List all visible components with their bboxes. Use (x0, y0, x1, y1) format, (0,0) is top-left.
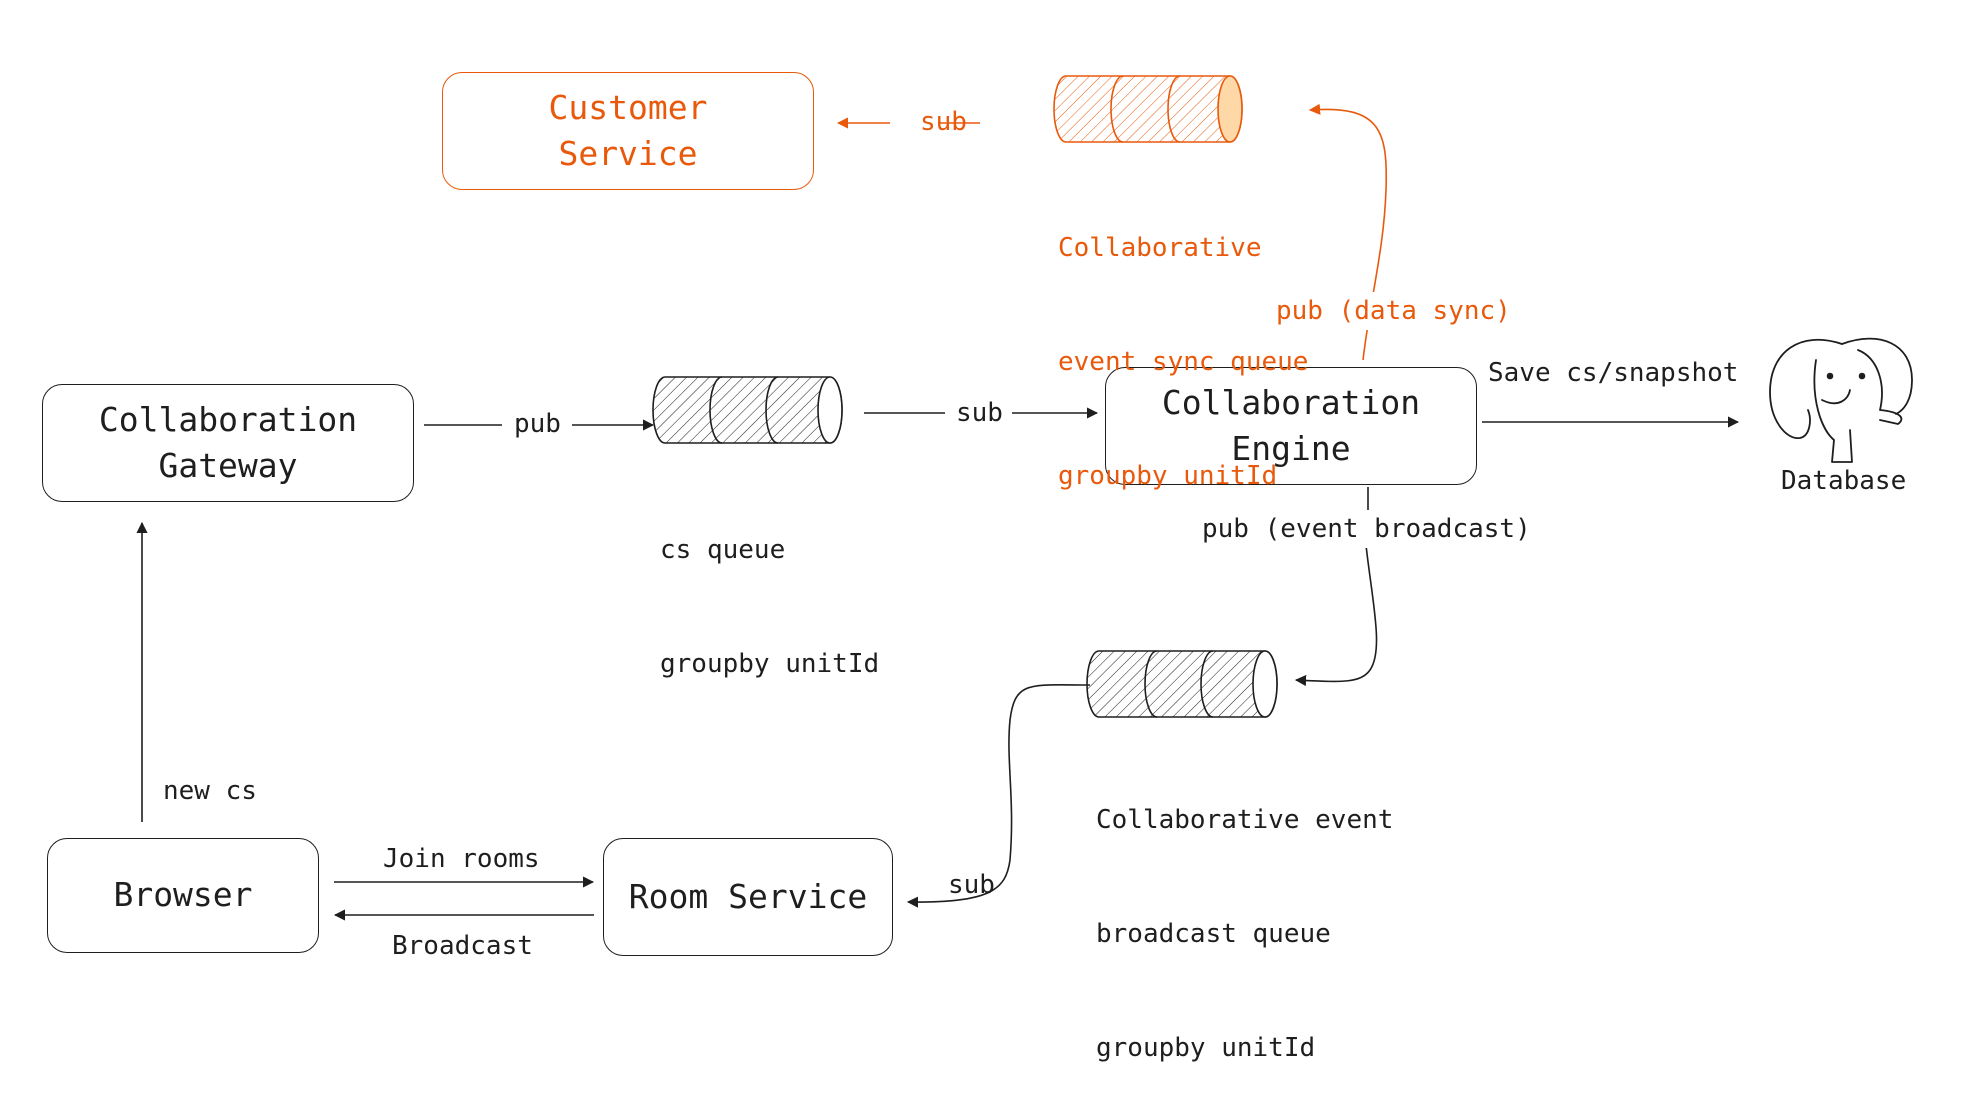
edge-broadcast-to-room-service (906, 684, 1091, 908)
engine-label-line1: Collaboration (1161, 382, 1421, 422)
database-label: Database (1781, 466, 1907, 496)
edge-label-pub-event-broadcast: pub (event broadcast) (1196, 510, 1537, 548)
customer-service-label-line2: Service (558, 134, 698, 173)
gateway-label-line2: Gateway (158, 446, 298, 485)
edge-label-cs-sub: sub (956, 398, 1003, 428)
architecture-diagram (136, 75, 1913, 921)
cs-queue-icon (652, 376, 843, 444)
edge-label-sync-sub: sub (920, 107, 967, 137)
edge-label-pub-data-sync: pub (data sync) (1270, 292, 1517, 330)
postgres-elephant-icon (1769, 337, 1913, 463)
cs-caption-line2: groupby unitId (660, 649, 880, 679)
collaboration-engine-node: Collaboration Engine (1105, 367, 1477, 485)
browser-node: Browser (47, 838, 319, 953)
customer-service-label-line1: Customer (548, 87, 708, 127)
event-sync-caption-line1: Collaborative (1058, 233, 1262, 263)
broadcast-caption-line2: broadcast queue (1096, 919, 1331, 949)
edge-label-save-snapshot: Save cs/snapshot (1488, 358, 1739, 388)
edge-label-join-rooms: Join rooms (383, 844, 540, 874)
broadcast-caption-line3: groupby unitId (1096, 1033, 1316, 1063)
cs-queue-caption: cs queue groupby unitId (660, 455, 879, 721)
event-broadcast-queue-caption: Collaborative event broadcast queue grou… (1096, 725, 1393, 1105)
event-sync-caption-line3: groupby unitId (1058, 461, 1278, 491)
event-sync-caption-line2: event sync queue (1058, 347, 1309, 377)
cs-caption-line1: cs queue (660, 535, 786, 565)
event-sync-queue-caption: Collaborative event sync queue groupby u… (1058, 153, 1308, 533)
customer-service-node: Customer Service (442, 72, 814, 190)
room-service-node: Room Service (603, 838, 893, 956)
edge-label-broadcast-sub: sub (948, 870, 995, 900)
broadcast-caption-line1: Collaborative event (1096, 805, 1394, 835)
edge-label-gateway-pub: pub (514, 409, 561, 439)
collaboration-gateway-node: Collaboration Gateway (42, 384, 414, 502)
edge-label-broadcast: Broadcast (392, 931, 533, 961)
room-service-label: Room Service (628, 876, 868, 916)
gateway-label-line1: Collaboration (98, 399, 358, 439)
event-sync-queue-icon (1053, 75, 1243, 143)
event-broadcast-queue-icon (1086, 650, 1278, 718)
edge-engine-to-broadcast-queue (1296, 487, 1378, 681)
browser-label: Browser (113, 875, 253, 915)
edge-label-new-cs: new cs (163, 776, 257, 806)
engine-label-line2: Engine (1231, 429, 1351, 468)
